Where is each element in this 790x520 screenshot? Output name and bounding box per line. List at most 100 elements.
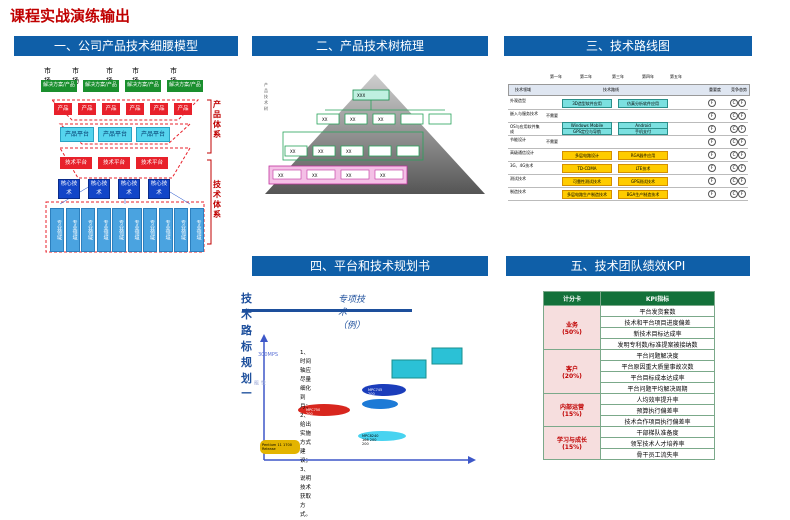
year-label: 第一年: [550, 74, 562, 79]
kpi-row: 客户(20%)平台问题解决度: [543, 349, 715, 394]
kpi-indicator: 新技术目标达成率: [600, 327, 715, 339]
kpi-category-name: 学习与成长: [556, 437, 587, 444]
side-label-product: 产品体系: [213, 100, 221, 139]
product-box: 产品: [102, 103, 120, 115]
year-label: 第五年: [670, 74, 682, 79]
roadmap-cell: 多层电路设计: [562, 151, 612, 160]
rating-circle: F: [708, 190, 716, 198]
rating-circle: F: [738, 190, 746, 198]
col-route: 技术路线: [603, 87, 619, 92]
kpi-table: 计分卡 KPI指标 业务(50%)平台发货套数技术和平台项目进度偏差新技术目标达…: [543, 291, 715, 460]
roadmap-cell: 可靠性测试技术: [562, 177, 612, 186]
panel3-roadmap: 第一年 第二年 第三年 第四年 第五年 技术领域 技术路线 重要度 竞争态势 外…: [508, 74, 750, 208]
roadmap-row-name: 嵌入与服务技术: [510, 111, 538, 116]
rating-circle: F: [708, 138, 716, 146]
kpi-indicator: 干部梯队准备度: [600, 426, 715, 438]
bubble-label: MPC8240 166 200 200: [362, 434, 379, 446]
axis-y-label: 300MPS: [258, 352, 279, 358]
roadmap-cell: 多层电路生产制造技术: [562, 190, 612, 199]
plan-note: 3、说明技术获取方式。: [300, 467, 312, 518]
side-bracket: [207, 99, 212, 245]
kpi-row: 学习与成长(15%) 干部梯队准备度: [543, 426, 715, 460]
tree-node: XX: [346, 149, 352, 154]
rating-circle: C: [730, 125, 738, 133]
rating-circle: C: [730, 151, 738, 159]
solution-box: 解决方案/产品线: [83, 80, 119, 99]
rating-circle: C: [730, 177, 738, 185]
core-tech-box: 核心技术: [148, 179, 170, 199]
plan-title-underline: [242, 309, 412, 312]
axis-note: 性能: [253, 380, 266, 385]
kpi-category-name: 业务: [565, 321, 578, 329]
roadmap-cell: BGA生产制造技术: [618, 190, 668, 199]
specialty-box: 专业领域: [65, 208, 80, 252]
kpi-indicator: 人均效率提升率: [600, 393, 715, 405]
rating-circle: F: [738, 99, 746, 107]
roadmap-row-name: 测试技术: [510, 176, 526, 181]
kpi-col-indicator: KPI指标: [600, 291, 715, 306]
rating-circle: F: [738, 164, 746, 172]
rating-circle: F: [708, 164, 716, 172]
specialty-box: 专业领域: [158, 208, 173, 252]
product-platform-box: 产品平台: [136, 127, 170, 142]
specialty-box: 专业领域: [112, 208, 126, 252]
roadmap-cell: RGA器件应用: [618, 151, 668, 160]
roadmap-cell: 仿真分析软件应用: [618, 99, 668, 108]
tree-leaf: XX: [278, 173, 284, 178]
kpi-category-weight: (15%): [562, 444, 582, 451]
rating-circle: C: [730, 138, 738, 146]
plan-chart: [260, 334, 476, 464]
kpi-indicator: 骨干员工流失率: [600, 448, 715, 460]
rating-circle: C: [730, 190, 738, 198]
plan-note: 1、时间轴应尽量细化到月；: [300, 350, 312, 410]
panel2-header: 二、产品技术树梳理: [252, 36, 488, 56]
rating-circle: F: [738, 112, 746, 120]
roadmap-cell: 手机支付: [618, 128, 668, 135]
kpi-row: 业务(50%)平台发货套数: [543, 305, 715, 350]
kpi-indicator: 平台原因重大质量事故次数: [600, 360, 715, 372]
roadmap-row-name: 节能设计: [510, 137, 526, 142]
year-label: 第三年: [612, 74, 624, 79]
side-label-tech: 技术体系: [213, 180, 221, 219]
roadmap-cell: GPS测试技术: [618, 177, 668, 186]
col-competition: 竞争态势: [731, 87, 747, 92]
roadmap-cell: 3D造型软件应用: [562, 99, 612, 108]
core-tech-box: 核心技术: [58, 179, 80, 199]
product-box: 产品: [150, 103, 168, 115]
roadmap-row-name: OS与应用软件集成: [510, 124, 540, 134]
kpi-row: 骨干员工流失率: [544, 448, 715, 460]
roadmap-cell: GPS定位与导航: [562, 128, 612, 135]
rating-circle: C: [730, 164, 738, 172]
specialty-box: 专业领域: [50, 208, 64, 252]
panel5-header: 五、技术团队绩效KPI: [506, 256, 750, 276]
roadmap-row-name: 外观造型: [510, 98, 526, 103]
tree-node: XX: [378, 117, 384, 122]
specialty-box: 专业领域: [127, 208, 142, 252]
bubble-label: MPC745 200: [368, 388, 383, 396]
kpi-indicator: 技术合作项目执行偏差率: [600, 415, 715, 427]
tech-platform-box: 技术平台: [136, 157, 168, 169]
kpi-category-name: 客户: [565, 365, 578, 373]
tree-pyramid: [265, 74, 485, 194]
page-title: 课程实战演练输出: [10, 7, 131, 25]
kpi-indicator: 平台目标成本达成率: [600, 371, 715, 383]
kpi-category-weight: (50%): [562, 328, 582, 336]
solution-box: 解决方案/产品线: [41, 80, 77, 99]
rating-circle: F: [738, 125, 746, 133]
tree-node: XX: [290, 149, 296, 154]
tech-platform-box: 技术平台: [98, 157, 130, 169]
roadmap-cell: 不需要: [546, 113, 558, 118]
kpi-category: 客户(20%): [543, 349, 601, 394]
col-importance: 重要度: [709, 87, 721, 92]
kpi-indicator: 领军技术人才培养率: [600, 437, 715, 449]
tree-leaf: XX: [380, 173, 386, 178]
tree-leaf: XX: [312, 173, 318, 178]
roadmap-years: 第一年 第二年 第三年 第四年 第五年: [508, 74, 748, 82]
rating-circle: F: [708, 99, 716, 107]
